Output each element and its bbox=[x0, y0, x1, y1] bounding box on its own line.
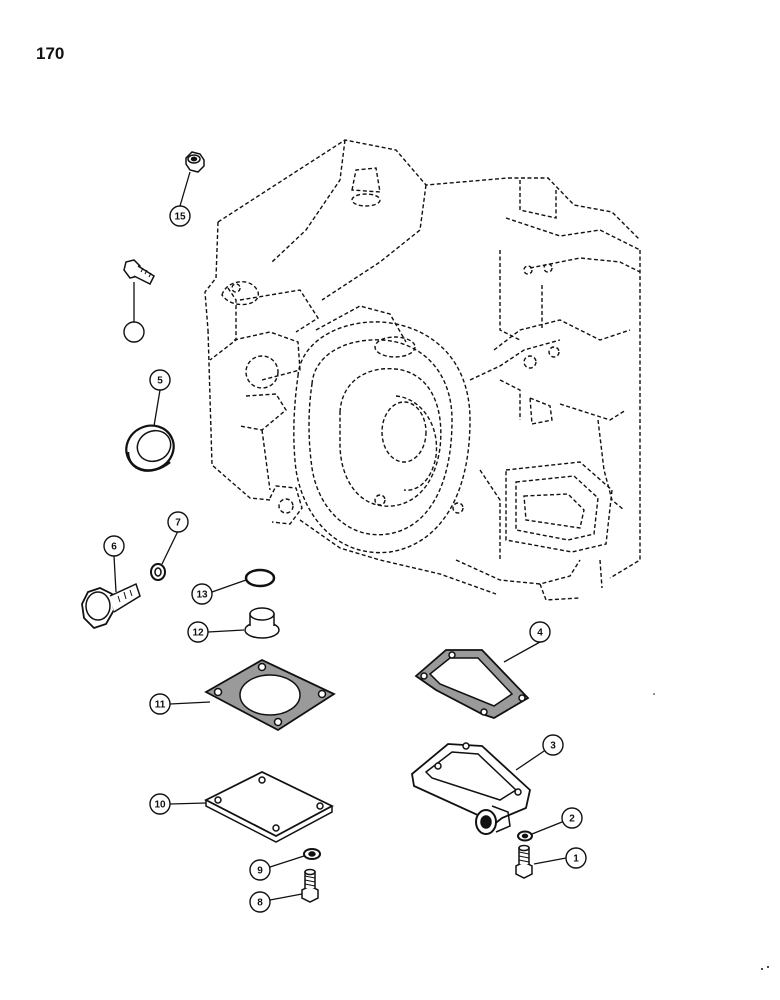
bolt-icon bbox=[515, 844, 533, 879]
callout-label: 12 bbox=[192, 628, 204, 639]
plug-icon bbox=[244, 607, 280, 639]
callout-label: 1 bbox=[573, 854, 579, 865]
callout-1: 1 bbox=[565, 847, 587, 869]
callout-label: 15 bbox=[174, 212, 186, 223]
callout-3: 3 bbox=[542, 734, 564, 756]
bolt-icon bbox=[123, 259, 155, 286]
callout-label: 11 bbox=[155, 700, 166, 711]
washer-icon bbox=[150, 563, 166, 581]
callout-2: 2 bbox=[561, 807, 583, 829]
callout-label: 5 bbox=[157, 376, 163, 387]
gasket-icon bbox=[204, 658, 336, 732]
o-ring-icon bbox=[244, 568, 276, 588]
page-number: 170 bbox=[36, 44, 65, 63]
scan-marks bbox=[653, 693, 769, 970]
nut-icon bbox=[185, 151, 205, 173]
cover-plate-icon bbox=[204, 770, 334, 843]
callout-6: 6 bbox=[103, 535, 125, 557]
lock-washer-icon bbox=[303, 848, 321, 860]
callout-label: 6 bbox=[111, 542, 117, 553]
callout-label: 7 bbox=[175, 518, 181, 529]
bolt-icon bbox=[301, 868, 319, 903]
callout-label: 13 bbox=[196, 590, 208, 601]
callout-9: 9 bbox=[249, 859, 271, 881]
callout-13: 13 bbox=[191, 583, 213, 605]
callout-7: 7 bbox=[167, 511, 189, 533]
callout-11: 11 bbox=[149, 693, 171, 715]
lock-washer-icon bbox=[517, 830, 533, 842]
transmission-housing bbox=[204, 139, 641, 601]
callout-4: 4 bbox=[529, 621, 551, 643]
callout-label: 10 bbox=[154, 800, 166, 811]
callout-label: 3 bbox=[550, 741, 556, 752]
callout-label: 2 bbox=[569, 814, 575, 825]
callout-label: 8 bbox=[257, 898, 263, 909]
callout-8: 8 bbox=[249, 891, 271, 913]
callout-15 bbox=[123, 321, 145, 343]
callout-label: 4 bbox=[537, 628, 543, 639]
seal-icon bbox=[125, 424, 175, 472]
callout-label: 9 bbox=[257, 866, 263, 877]
bolt-icon bbox=[81, 582, 141, 630]
callout-14: 15 bbox=[169, 205, 191, 227]
gasket-icon bbox=[414, 649, 530, 719]
callout-5: 5 bbox=[149, 369, 171, 391]
callout-10: 10 bbox=[149, 793, 171, 815]
callout-12: 12 bbox=[187, 621, 209, 643]
leader-lines bbox=[113, 171, 573, 901]
cover-icon bbox=[411, 742, 531, 835]
